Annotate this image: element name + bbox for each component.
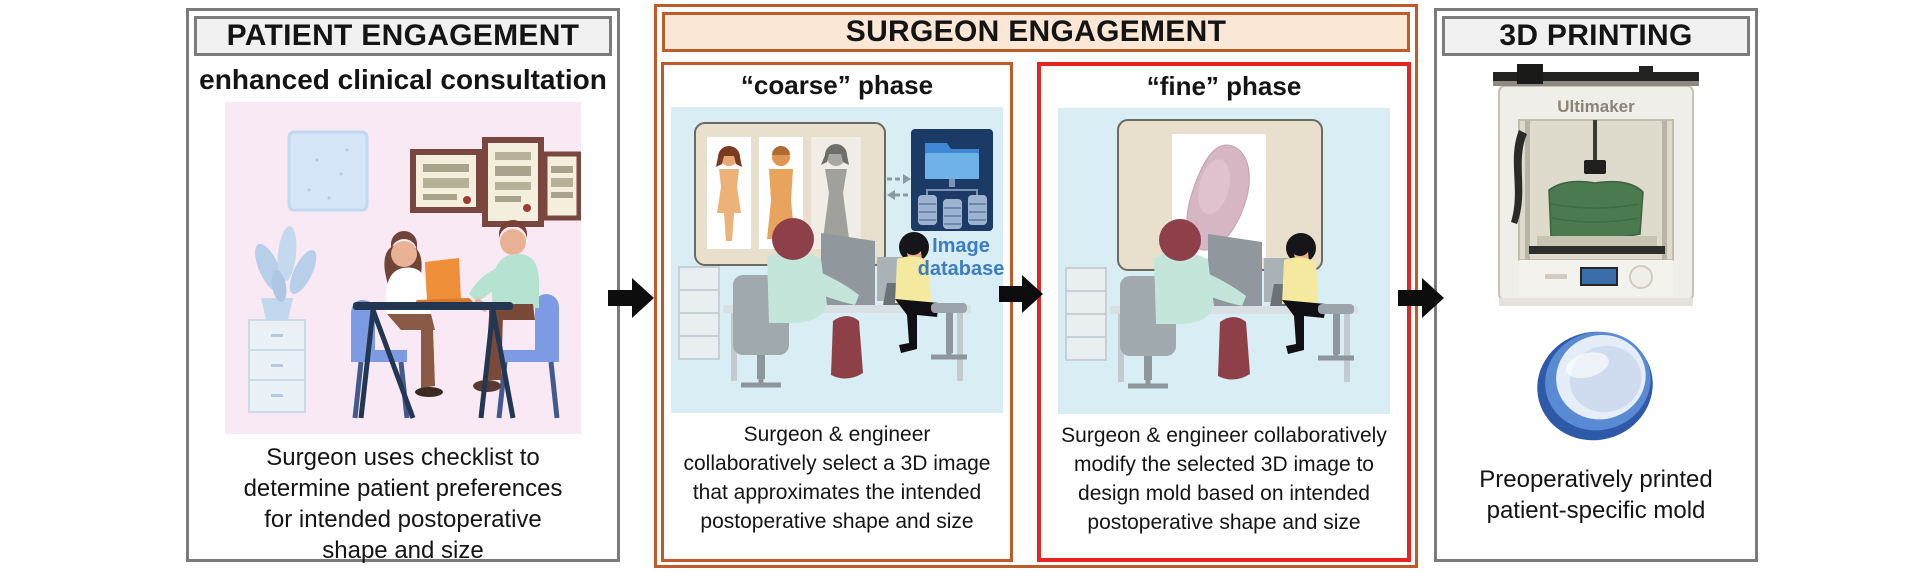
breast-model-monitor-icon bbox=[1117, 119, 1323, 271]
patient-engagement-title: PATIENT ENGAGEMENT bbox=[226, 19, 580, 52]
plant-cabinet-icon bbox=[248, 226, 317, 413]
sync-arrows-icon bbox=[887, 174, 911, 200]
printing-title: 3D PRINTING bbox=[1499, 19, 1693, 52]
fine-phase-illustration bbox=[1058, 108, 1390, 414]
image-database-label: Image database bbox=[917, 235, 1005, 280]
arrow-coarse-to-fine-icon bbox=[999, 273, 1043, 315]
printed-mold-icon bbox=[1537, 331, 1653, 441]
printing-header: 3D PRINTING bbox=[1442, 16, 1750, 56]
mold-photo bbox=[1437, 322, 1755, 450]
consultation-scene-svg bbox=[225, 102, 581, 434]
ultimaker-printer-icon: Ultimaker bbox=[1493, 64, 1699, 306]
surgeon-engagement-header: SURGEON ENGAGEMENT bbox=[662, 12, 1410, 52]
coarse-phase-illustration: Image database bbox=[671, 107, 1004, 413]
patient-caption: Surgeon uses checklist to determine pati… bbox=[243, 444, 563, 564]
surgeon-engagement-title: SURGEON ENGAGEMENT bbox=[845, 15, 1227, 48]
arrow-surgeon-to-printing-icon bbox=[1398, 276, 1444, 320]
consultation-illustration bbox=[225, 102, 581, 434]
printer-photo: Ultimaker bbox=[1437, 62, 1755, 312]
fine-phase-title: “fine” phase bbox=[1146, 71, 1302, 101]
patient-figure bbox=[384, 231, 443, 397]
coarse-scene-svg bbox=[671, 107, 1003, 413]
printing-caption: Preoperatively printed patient-specific … bbox=[1479, 466, 1713, 524]
coarse-caption: Surgeon & engineer collaboratively selec… bbox=[683, 423, 991, 533]
table-laptop-icon bbox=[353, 258, 516, 419]
arrow-patient-to-surgeon-icon bbox=[608, 276, 654, 320]
coarse-phase-title: “coarse” phase bbox=[740, 70, 934, 100]
panel-patient-engagement: PATIENT ENGAGEMENT enhanced clinical con… bbox=[186, 8, 620, 564]
fine-caption: Surgeon & engineer collaboratively modif… bbox=[1061, 424, 1387, 534]
panel-surgeon-engagement: SURGEON ENGAGEMENT “coarse” phase bbox=[654, 4, 1418, 568]
fine-phase-box: “fine” phase bbox=[1037, 62, 1411, 562]
body-image-monitor-icon bbox=[694, 122, 886, 266]
fine-scene-svg bbox=[1058, 108, 1390, 414]
coarse-phase-box: “coarse” phase bbox=[661, 62, 1013, 562]
panel-3d-printing: 3D PRINTING Ultimaker bbox=[1434, 8, 1758, 562]
patient-engagement-header: PATIENT ENGAGEMENT bbox=[194, 16, 612, 56]
printer-brand-label: Ultimaker bbox=[1557, 97, 1635, 116]
diploma-frames-icon bbox=[410, 137, 581, 227]
consultation-subtitle: enhanced clinical consultation bbox=[199, 64, 607, 95]
window-icon bbox=[287, 130, 369, 212]
image-database-icon bbox=[911, 129, 993, 231]
